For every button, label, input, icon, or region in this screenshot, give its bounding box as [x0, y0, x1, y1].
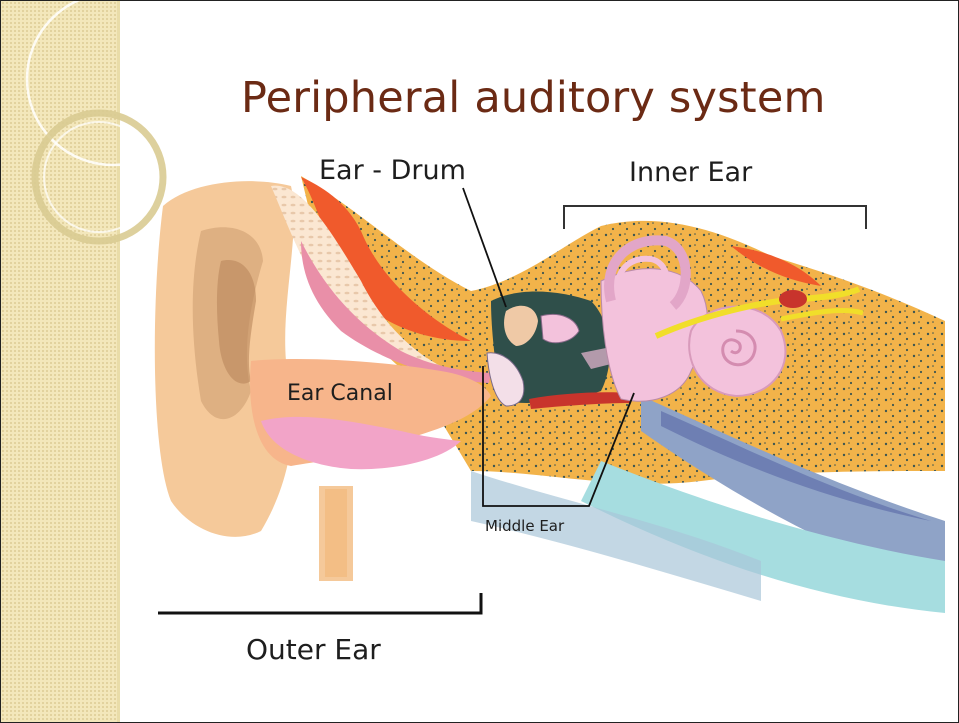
label-outer-ear: Outer Ear — [246, 633, 381, 666]
label-inner-ear: Inner Ear — [629, 157, 752, 188]
label-ear-canal: Ear Canal — [287, 381, 393, 406]
outer-ear-bracket — [158, 593, 481, 613]
nerve-canal — [779, 290, 807, 308]
earlobe-stem-shade — [325, 489, 347, 577]
label-middle-ear: Middle Ear — [485, 517, 564, 535]
label-ear-drum: Ear - Drum — [319, 155, 466, 186]
